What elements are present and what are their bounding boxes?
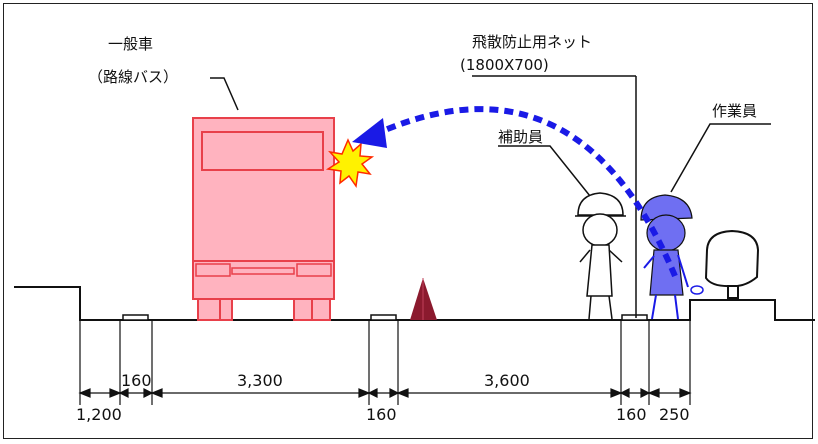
debris-trajectory [383, 106, 678, 278]
worker-figure [640, 194, 704, 320]
worker-label: 作業員 [712, 102, 757, 120]
vehicle-leader-line [210, 77, 239, 111]
trajectory-arrowhead [352, 118, 387, 148]
vehicle-label-line1: 一般車 [108, 35, 153, 53]
net-label-line1: 飛散防止用ネット [472, 33, 592, 51]
helper-figure [575, 192, 626, 320]
dimension-label: 160 [616, 405, 647, 424]
dimension-label: 3,300 [237, 371, 283, 390]
lane-marker [621, 314, 648, 321]
vehicle-label-line2: （路線バス） [88, 68, 178, 86]
helper-label: 補助員 [498, 128, 543, 146]
explosion-burst-icon [325, 138, 375, 188]
bus [192, 117, 335, 321]
diagram-frame [3, 3, 813, 439]
dimension-label: 160 [121, 371, 152, 390]
dimension-label: 250 [659, 405, 690, 424]
dimension-label: 160 [366, 405, 397, 424]
dimension-lines [78, 388, 692, 398]
equipment-icon [704, 229, 760, 299]
road-profile [14, 286, 815, 321]
worker-leader-line [670, 123, 771, 193]
dimension-label: 1,200 [76, 405, 122, 424]
dimension-label: 3,600 [484, 371, 530, 390]
dimension-extension-lines [79, 320, 691, 405]
net-label-line2: (1800X700) [460, 56, 549, 74]
helper-leader-line [498, 145, 591, 197]
lane-marker [122, 314, 149, 321]
lane-marker [370, 314, 397, 321]
